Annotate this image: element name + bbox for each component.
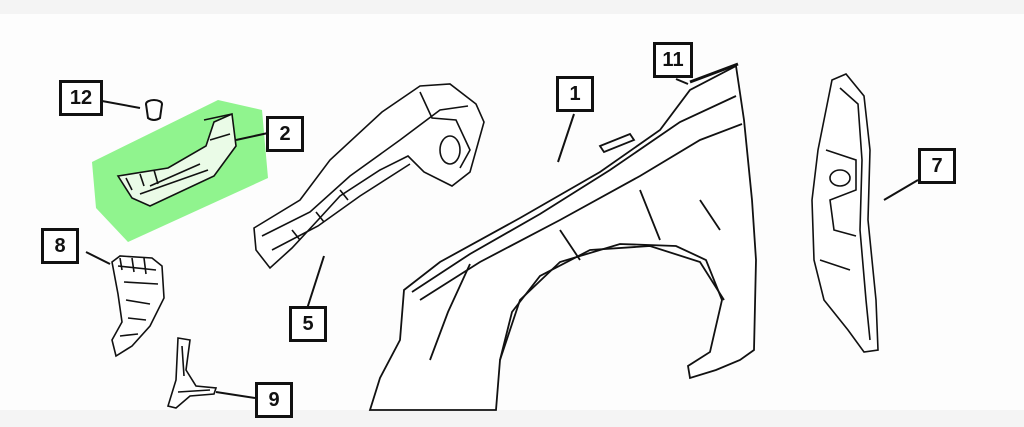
callout-11[interactable]: 11 [653, 42, 693, 78]
part-11-trim[interactable] [689, 62, 739, 84]
part-5-wheelhouse-rail[interactable] [253, 83, 485, 270]
part-1-fender[interactable] [368, 64, 757, 411]
callout-1[interactable]: 1 [556, 76, 594, 112]
part-12-clip[interactable] [145, 99, 163, 121]
callout-8[interactable]: 8 [41, 228, 79, 264]
part-2-bracket[interactable] [116, 112, 237, 207]
callout-9[interactable]: 9 [255, 382, 293, 418]
part-7-splash-shield[interactable] [811, 73, 879, 353]
part-9-bracket[interactable] [166, 337, 218, 409]
callout-7[interactable]: 7 [918, 148, 956, 184]
callout-5[interactable]: 5 [289, 306, 327, 342]
callout-12[interactable]: 12 [59, 80, 103, 116]
part-8-bracket[interactable] [111, 255, 165, 358]
leader-lines [85, 78, 919, 399]
callout-2[interactable]: 2 [266, 116, 304, 152]
